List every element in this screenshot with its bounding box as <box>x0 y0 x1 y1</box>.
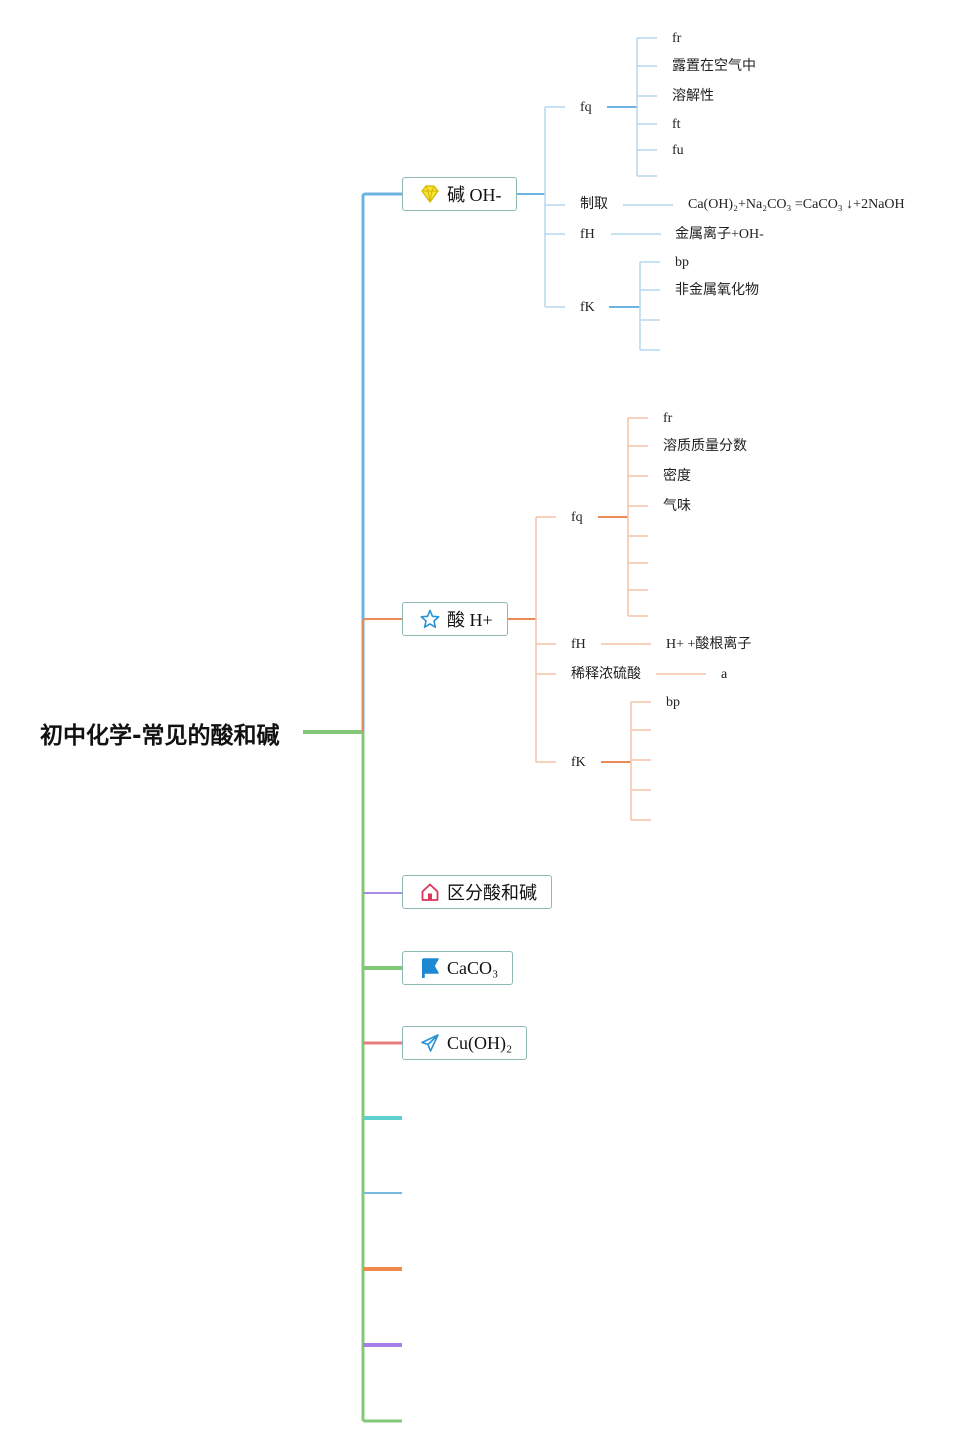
topic-cuoh2[interactable]: Cu(OH)₂ <box>402 1026 528 1060</box>
acid-fq-item-2[interactable]: 密度 <box>663 469 691 484</box>
topic-acid-label: 酸 H+ <box>447 610 493 630</box>
base-zhiqu[interactable]: 制取 <box>580 197 608 212</box>
base-fq-item-2[interactable]: 溶解性 <box>672 89 714 104</box>
acid-xishi[interactable]: 稀释浓硫酸 <box>571 667 641 682</box>
topic-caco3-label: CaCO₃ <box>447 957 499 978</box>
base-fH[interactable]: fH <box>580 227 595 242</box>
base-fq-item-0[interactable]: fr <box>672 31 682 46</box>
base-zhiqu-value[interactable]: Ca(OH)₂+Na₂CO₃ =CaCO₃ ↓+2NaOH <box>688 197 905 212</box>
acid-fq-item-1[interactable]: 溶质质量分数 <box>663 439 747 454</box>
base-fK[interactable]: fK <box>580 300 595 315</box>
topic-distinguish[interactable]: 区分酸和碱 <box>402 875 552 909</box>
acid-fq[interactable]: fq <box>571 510 583 525</box>
acid-fq-item-3[interactable]: 气味 <box>663 499 691 514</box>
topic-caco3[interactable]: CaCO₃ <box>402 951 514 985</box>
acid-branch-line <box>362 618 402 732</box>
gem-icon <box>419 183 441 205</box>
topic-base[interactable]: 碱 OH- <box>402 177 517 211</box>
flag-icon <box>419 957 441 979</box>
star-icon <box>419 608 441 630</box>
base-fK-item-0[interactable]: bp <box>675 255 689 270</box>
topic-distinguish-label: 区分酸和碱 <box>447 883 537 903</box>
base-fq-item-3[interactable]: ft <box>672 117 681 132</box>
base-fq-item-4[interactable]: fu <box>672 143 684 158</box>
acid-fH-value[interactable]: H+ +酸根离子 <box>666 637 752 652</box>
acid-xishi-value[interactable]: a <box>721 667 728 682</box>
acid-fq-item-0[interactable]: fr <box>663 411 673 426</box>
base-fK-item-1[interactable]: 非金属氧化物 <box>675 283 759 298</box>
acid-fK[interactable]: fK <box>571 755 586 770</box>
root-topic[interactable]: 初中化学-常见的酸和碱 <box>40 723 280 749</box>
acid-fK-item-0[interactable]: bp <box>666 695 680 710</box>
topic-cuoh2-label: Cu(OH)₂ <box>447 1032 513 1053</box>
base-fH-value[interactable]: 金属离子+OH- <box>675 227 764 242</box>
home-icon <box>419 881 441 903</box>
base-fq-item-1[interactable]: 露置在空气中 <box>672 59 756 74</box>
base-branch-line <box>361 192 402 732</box>
topic-base-label: 碱 OH- <box>447 185 502 205</box>
topic-acid[interactable]: 酸 H+ <box>402 602 508 636</box>
paper-plane-icon <box>419 1032 441 1054</box>
base-fq[interactable]: fq <box>580 100 592 115</box>
acid-fH[interactable]: fH <box>571 637 586 652</box>
